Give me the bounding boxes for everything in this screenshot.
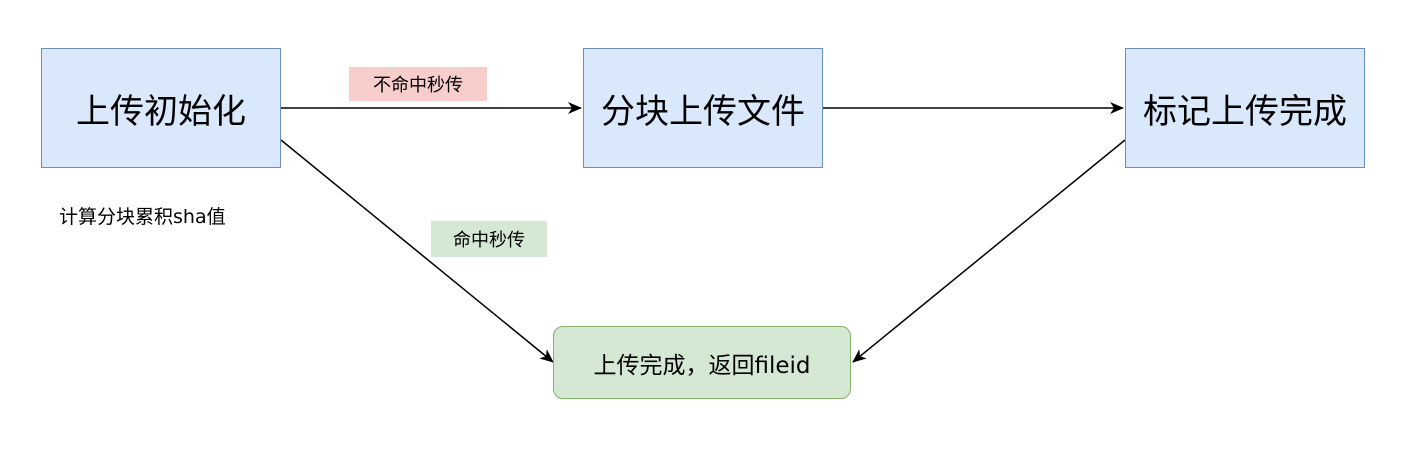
edge-init-to-done	[280, 139, 554, 363]
node-upload-done-label: 上传完成，返回fileid	[593, 352, 811, 379]
node-chunk-upload: 分块上传文件	[583, 48, 823, 168]
node-mark-complete-label: 标记上传完成	[1143, 91, 1347, 132]
note-compute-sha: 计算分块累积sha值	[59, 206, 226, 228]
node-chunk-upload-label: 分块上传文件	[601, 91, 805, 132]
edge-label-hit-text: 命中秒传	[453, 230, 525, 251]
node-mark-complete: 标记上传完成	[1125, 48, 1365, 168]
edge-label-hit: 命中秒传	[431, 221, 547, 257]
edge-label-miss-text: 不命中秒传	[373, 75, 463, 96]
node-upload-init: 上传初始化	[41, 48, 281, 168]
edge-label-miss: 不命中秒传	[349, 67, 487, 101]
node-upload-init-label: 上传初始化	[76, 91, 246, 132]
node-upload-done: 上传完成，返回fileid	[553, 326, 851, 399]
edge-mark-to-done	[852, 139, 1126, 363]
